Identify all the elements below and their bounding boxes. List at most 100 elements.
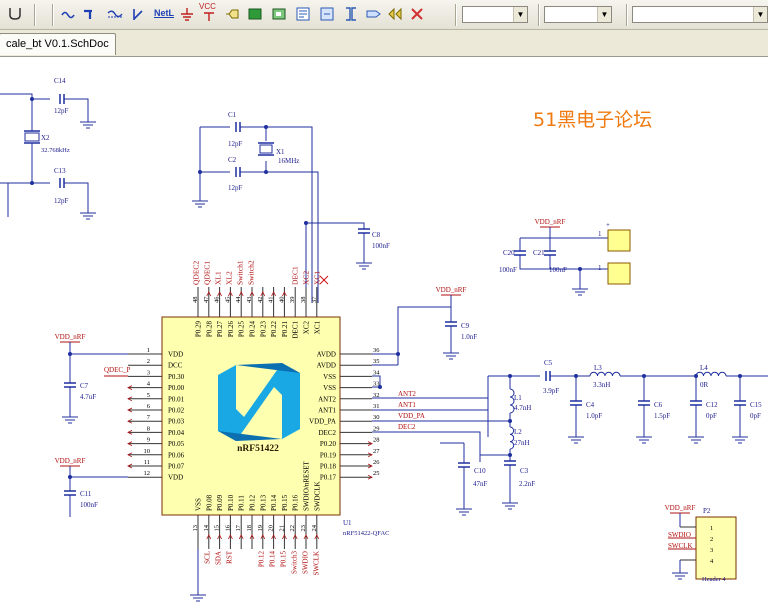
crystal-x1-symbol (259, 144, 273, 154)
chevron-down-icon[interactable]: ▼ (513, 7, 527, 22)
pin-number: 19 (257, 525, 264, 532)
pin-number: 42 (257, 297, 264, 304)
io-port-arrow (127, 452, 133, 458)
c3-ref: C3 (520, 467, 529, 475)
toolbar-combo-1[interactable]: ▼ (462, 6, 528, 23)
pin-label: P0.16 (292, 494, 300, 511)
pin-label: P0.07 (168, 463, 185, 471)
place-bus-button[interactable] (82, 5, 100, 23)
c8-ref: C8 (372, 231, 381, 239)
place-device-sheet-button[interactable] (294, 5, 312, 23)
place-no-erc-button[interactable] (408, 5, 426, 23)
place-net-label-button[interactable]: NetL (154, 5, 174, 23)
wire (64, 98, 89, 116)
pin-number: 3 (147, 369, 150, 376)
place-wire-button[interactable] (60, 5, 78, 23)
c1-value: 12pF (228, 140, 243, 148)
place-sheet-entry-button[interactable] (270, 5, 288, 23)
wire (64, 182, 89, 207)
p2-ref: P2 (703, 507, 711, 515)
pin-label: VDD (168, 474, 183, 482)
chevron-down-icon[interactable]: ▼ (597, 7, 611, 22)
c13-ref: C13 (54, 167, 66, 175)
l3-ref: L3 (594, 364, 602, 372)
rf-cap-value: 0pF (706, 412, 717, 420)
pin-number: 25 (373, 470, 380, 477)
pin-number: 7 (147, 414, 151, 421)
c20-value: 100nF (499, 266, 517, 274)
rf-cap-value: 1.0pF (586, 412, 602, 420)
pin-label: P0.20 (320, 440, 337, 448)
chevron-down-icon[interactable]: ▼ (753, 7, 767, 22)
document-tab[interactable]: cale_bt V0.1.SchDoc (0, 33, 116, 55)
header-pin-number: 2 (710, 536, 713, 543)
pin-number: 48 (192, 297, 199, 304)
pin-number: 22 (289, 525, 296, 532)
toolbar-separator (34, 4, 35, 26)
place-part-button[interactable] (224, 5, 242, 23)
battery-terminal-plus (607, 229, 631, 252)
x2-ref: X2 (41, 134, 50, 142)
place-signal-harness-button[interactable] (106, 5, 124, 23)
wire (0, 93, 50, 100)
net-label-text: NetL (154, 8, 174, 18)
io-port-arrow (249, 534, 255, 540)
schematic-drawing: C1412pFX232.768kHzC1312pFC112pFC212pFX11… (0, 77, 768, 602)
c11-value: 100nF (80, 501, 98, 509)
io-port-arrow (292, 534, 298, 540)
vcc-label-text: VCC (199, 2, 216, 11)
pin-label: P0.22 (270, 321, 278, 338)
pin-label: P0.08 (205, 494, 213, 511)
header-pin-number: 1 (710, 525, 713, 532)
place-harness-connector-button[interactable] (318, 5, 336, 23)
io-port-arrow (271, 291, 276, 297)
pin-number: 44 (235, 296, 242, 303)
wire (397, 295, 452, 365)
pin-number: 14 (203, 524, 210, 531)
io-port-arrow (367, 441, 373, 446)
pin-number: 26 (373, 459, 380, 466)
place-off-sheet-button[interactable] (386, 5, 404, 23)
underline-tool-icon[interactable] (6, 5, 24, 23)
wire (372, 431, 481, 462)
pin-label: P0.01 (168, 395, 185, 403)
battery-terminal-minus (607, 262, 631, 285)
place-bus-entry-button[interactable] (130, 5, 148, 23)
io-port-arrow (303, 534, 309, 540)
toolbar-combo-2[interactable]: ▼ (544, 6, 612, 23)
pin-number: 28 (373, 437, 380, 444)
pin-label: ANT1 (318, 407, 336, 415)
c14-ref: C14 (54, 77, 66, 85)
net-label-bottom: P0.12 (258, 551, 266, 568)
io-port-arrow (127, 463, 133, 469)
place-sheet-symbol-button[interactable] (246, 5, 264, 23)
l1-ref: L1 (514, 394, 522, 402)
place-vcc-button[interactable]: VCC (199, 2, 218, 23)
place-harness-entry-button[interactable] (342, 5, 360, 23)
place-port-button[interactable] (364, 5, 382, 23)
io-port-arrow (127, 418, 133, 424)
rf-cap-ref: C6 (654, 401, 663, 409)
c7-ref: C7 (80, 382, 89, 390)
watermark: 51黑电子论坛 (533, 109, 653, 131)
wire (69, 466, 128, 478)
header-pin-number: 4 (710, 558, 714, 565)
c21-ref: C21 (533, 249, 545, 257)
net-label-bottom: RST (226, 550, 234, 564)
net-swdio: SWDIO (668, 531, 691, 539)
pin-label: P0.00 (168, 384, 185, 392)
place-gnd-button[interactable] (178, 5, 196, 23)
io-port-arrow (127, 385, 133, 390)
pin-number: 37 (311, 296, 318, 303)
crystal-x2-symbol (24, 132, 40, 142)
pin-label: VSS (323, 384, 336, 392)
pin-label: P0.30 (168, 373, 185, 381)
x1-value: 16MHz (278, 157, 299, 165)
chip-name: nRF51422 (237, 444, 279, 454)
pin-number: 13 (192, 525, 199, 532)
net-label-top: QDEC2 (192, 261, 201, 285)
toolbar-combo-3[interactable]: ▼ (632, 6, 768, 23)
net-qdec-p: QDEC_P (104, 366, 131, 374)
pin-label: VSS (323, 373, 336, 381)
